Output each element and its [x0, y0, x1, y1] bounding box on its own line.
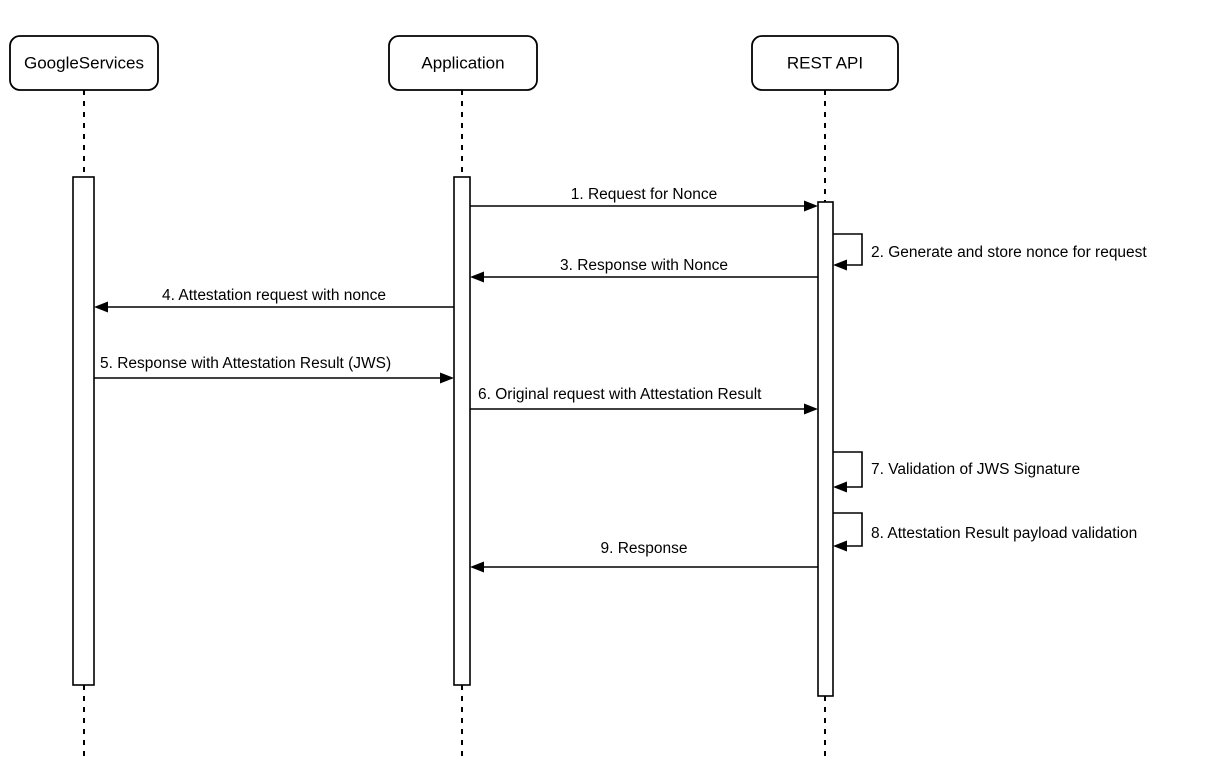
arrow-head-8 — [833, 540, 847, 552]
participant-label-google: GoogleServices — [24, 53, 144, 72]
participant-boxes-group: GoogleServices Application REST API — [9, 35, 899, 91]
message-label-4: 4. Attestation request with nonce — [162, 287, 386, 304]
activation-bar-application — [453, 176, 471, 686]
participant-box-google[interactable] — [9, 35, 159, 91]
participant-label-restapi: REST API — [787, 53, 863, 72]
message-5[interactable]: 5. Response with Attestation Result (JWS… — [94, 355, 454, 384]
participant-label-application: Application — [421, 53, 504, 72]
arrow-head-7 — [833, 481, 847, 493]
message-label-9: 9. Response — [600, 540, 687, 557]
message-label-8: 8. Attestation Result payload validation — [871, 525, 1137, 542]
self-message-line-2 — [833, 233, 863, 266]
message-7[interactable]: 7. Validation of JWS Signature — [833, 451, 1080, 493]
arrow-head-4 — [94, 301, 108, 313]
message-3[interactable]: 3. Response with Nonce — [470, 257, 818, 283]
participant-box-application[interactable] — [388, 35, 538, 91]
arrow-head-9 — [470, 561, 484, 573]
arrow-head-1 — [804, 200, 818, 212]
message-4[interactable]: 4. Attestation request with nonce — [94, 287, 454, 313]
self-message-line-8 — [833, 512, 863, 547]
messages-group: 1. Request for Nonce 2. Generate and stor… — [94, 186, 1147, 573]
message-label-6: 6. Original request with Attestation Res… — [478, 386, 762, 403]
message-label-1: 1. Request for Nonce — [571, 186, 717, 203]
message-label-7: 7. Validation of JWS Signature — [871, 461, 1080, 478]
message-label-2: 2. Generate and store nonce for request — [871, 244, 1147, 261]
message-8[interactable]: 8. Attestation Result payload validation — [833, 512, 1137, 552]
message-label-3: 3. Response with Nonce — [560, 257, 728, 274]
message-6[interactable]: 6. Original request with Attestation Res… — [470, 386, 818, 415]
self-message-line-7 — [833, 451, 863, 488]
message-9[interactable]: 9. Response — [470, 540, 818, 573]
arrow-head-5 — [440, 372, 454, 384]
message-label-5: 5. Response with Attestation Result (JWS… — [100, 355, 391, 372]
message-2[interactable]: 2. Generate and store nonce for request — [833, 233, 1147, 271]
arrow-head-3 — [470, 271, 484, 283]
message-1[interactable]: 1. Request for Nonce — [470, 186, 818, 212]
activation-bar-google — [72, 176, 95, 686]
lifelines-group — [83, 90, 826, 759]
activation-bars-group — [72, 176, 834, 697]
activation-bar-restapi — [817, 201, 834, 697]
participant-box-restapi[interactable] — [751, 35, 899, 91]
arrow-head-6 — [804, 403, 818, 415]
arrow-head-2 — [833, 259, 847, 271]
